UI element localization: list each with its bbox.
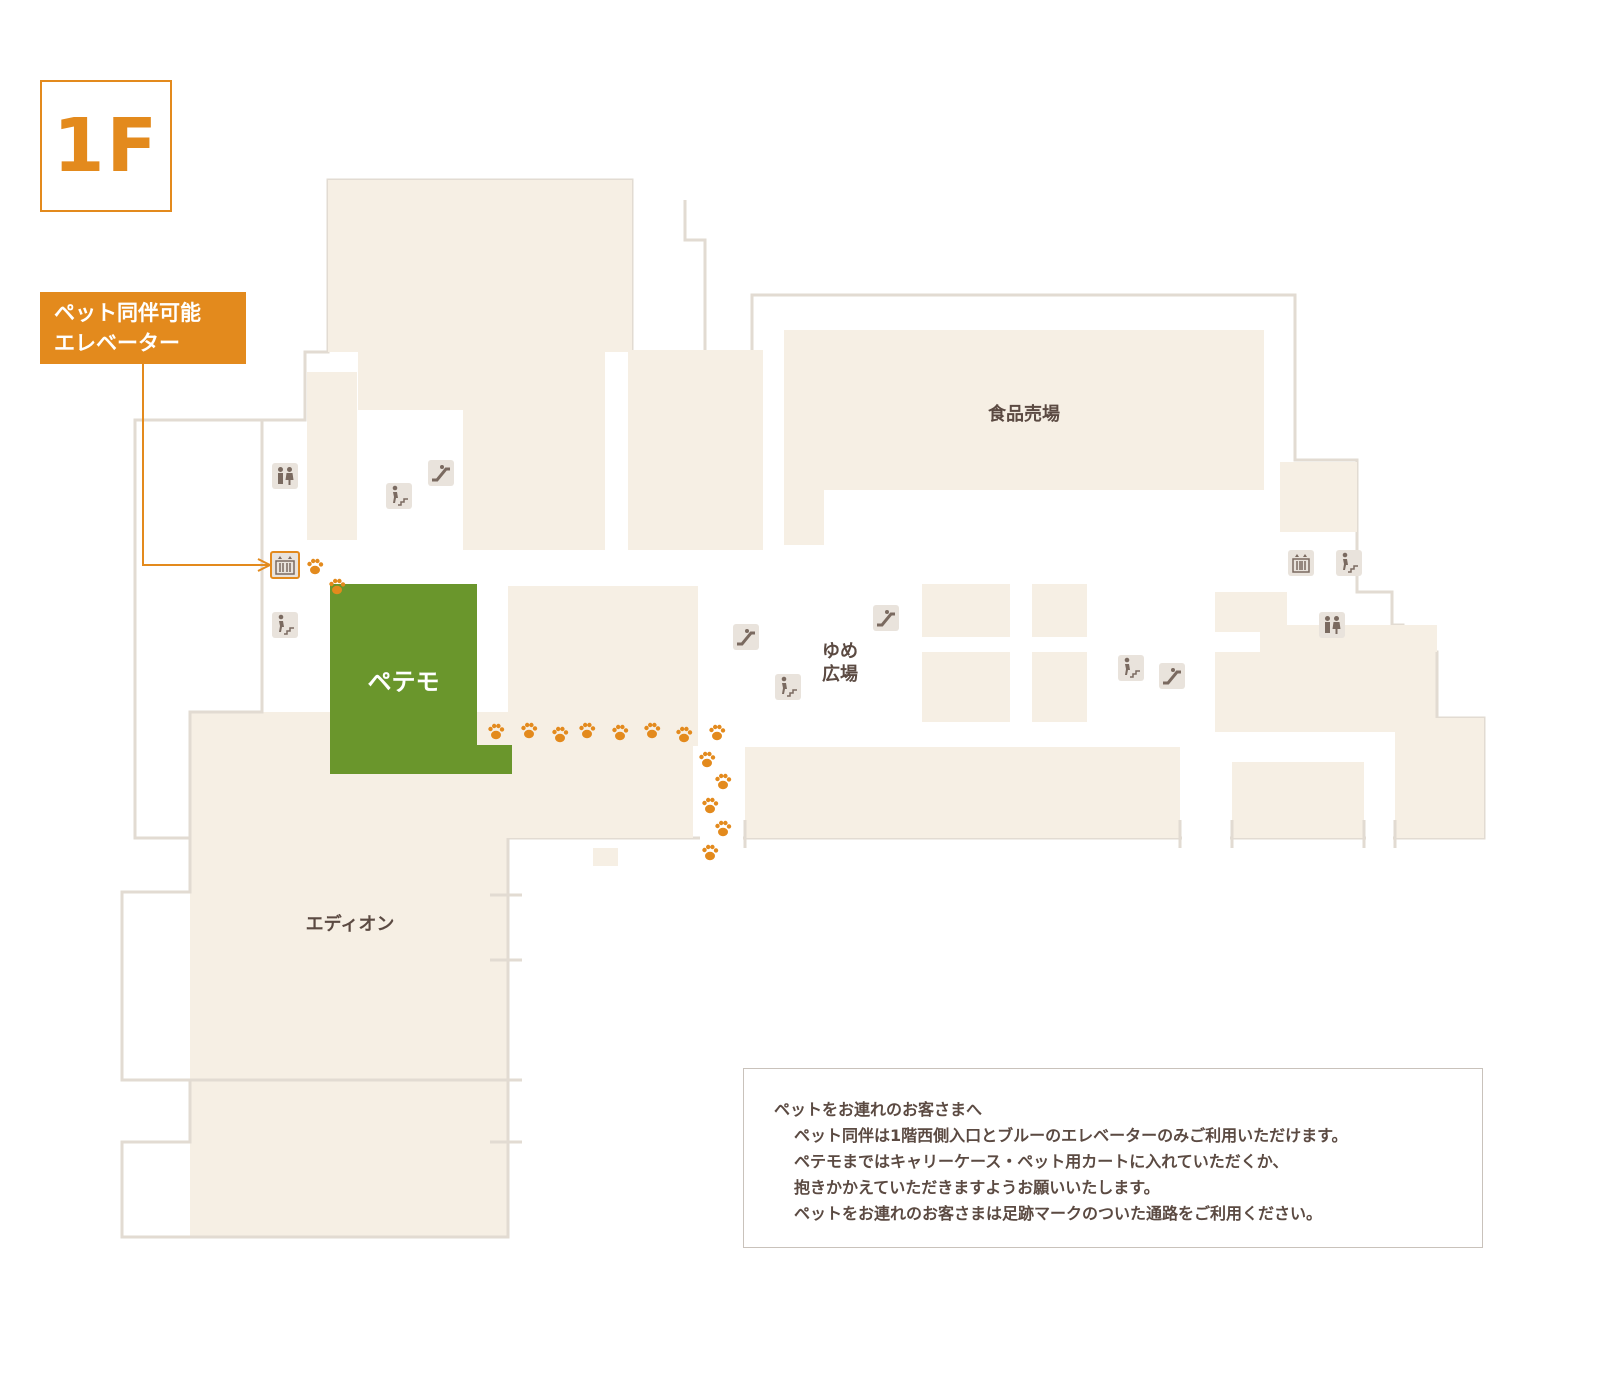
stairs-icon (1118, 655, 1144, 681)
floor-label: 1F (40, 80, 172, 212)
pet-elevator-line2: エレベーター (54, 331, 180, 355)
store-block (1032, 584, 1087, 637)
escalator-icon (873, 605, 899, 631)
wall-lines (120, 420, 1439, 1239)
escalator-icon (733, 624, 759, 650)
store-block (922, 584, 1010, 637)
elevator-icon (270, 551, 300, 579)
escalator-icon (1159, 663, 1185, 689)
area-label-yume-line1: ゆめ (822, 641, 858, 662)
store-blocks (190, 180, 1484, 1237)
store-block (1260, 625, 1437, 655)
stairs-icon (272, 612, 298, 638)
notice-line: ペット同伴は1階西側入口とブルーのエレベーターのみご利用いただけます。 (794, 1126, 1348, 1145)
pet-elevator-leader-line (142, 364, 268, 566)
elevator-icon (1288, 550, 1314, 576)
store-block (784, 490, 824, 545)
petemo-store (330, 584, 512, 774)
paw-print-icon (702, 844, 719, 861)
area-label-edion: エディオン (305, 914, 395, 935)
restroom-icon (1319, 612, 1345, 638)
area-label-petemo: ペテモ (367, 668, 440, 696)
pet-notice-box: ペットをお連れのお客さまへ ペット同伴は1階西側入口とブルーのエレベーターのみご… (743, 1068, 1483, 1248)
store-block (1280, 462, 1357, 532)
store-block (190, 1082, 508, 1237)
store-block (358, 352, 468, 410)
restroom-icon (272, 463, 298, 489)
escalator-icon (428, 460, 454, 486)
store-block (745, 747, 1180, 838)
area-label-yume-line2: 広場 (822, 664, 858, 685)
store-block (307, 372, 357, 540)
store-block (508, 746, 693, 838)
food-store (784, 330, 1264, 490)
stairs-icon (1336, 550, 1362, 576)
stairs-icon (775, 674, 801, 700)
store-block (463, 300, 605, 550)
icon-group (270, 460, 1362, 700)
store-block (1395, 718, 1484, 838)
area-label-food: 食品売場 (988, 404, 1060, 425)
notice-line: ペットをお連れのお客さまは足跡マークのついた通路をご利用ください。 (794, 1204, 1323, 1223)
stairs-icon (386, 483, 412, 509)
store-block (1032, 652, 1087, 722)
store-block (922, 652, 1010, 722)
store-block (1232, 762, 1364, 838)
store-block (508, 586, 698, 746)
pet-elevator-line1: ペット同伴可能 (54, 301, 201, 325)
notice-title: ペットをお連れのお客さまへ (774, 1100, 983, 1119)
notice-line: ペテモまではキャリーケース・ペット用カートに入れていただくか、 (794, 1152, 1289, 1171)
store-block (593, 848, 618, 866)
store-block (628, 350, 763, 550)
notice-line: 抱きかかえていただきますようお願いいたします。 (794, 1178, 1160, 1197)
pet-elevator-callout: ペット同伴可能 エレベーター (40, 292, 246, 364)
